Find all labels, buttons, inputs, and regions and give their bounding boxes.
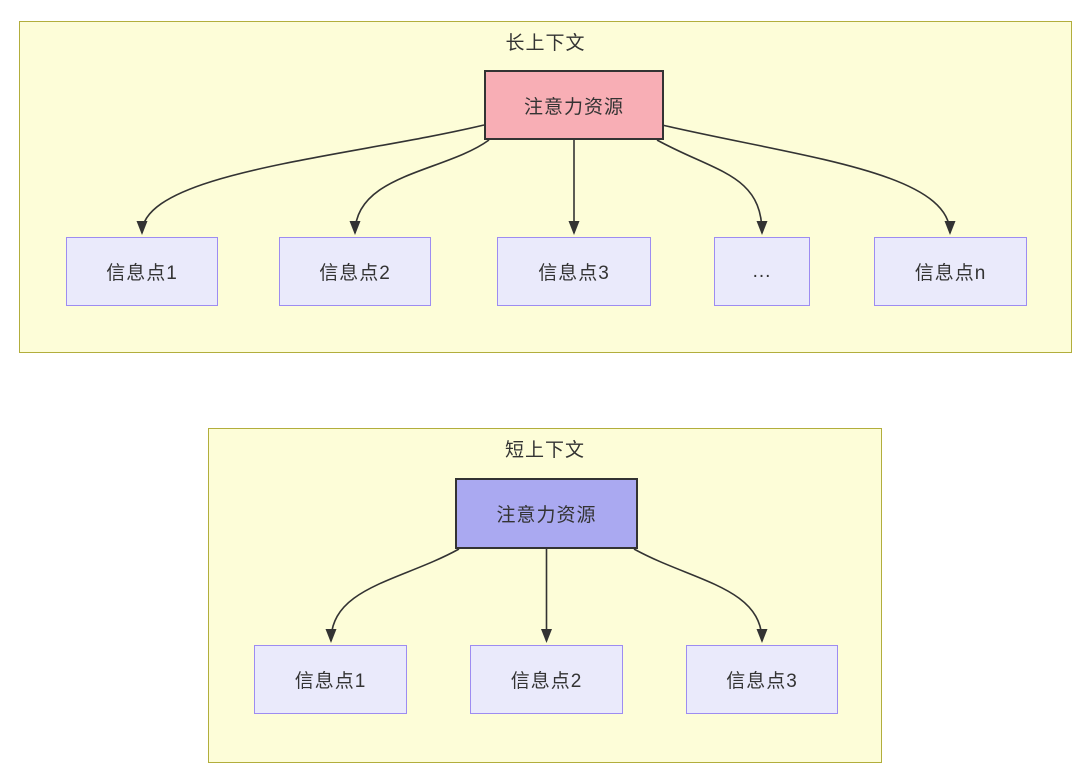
- arrow-long-to-node1: [136, 124, 485, 235]
- arrow-long-to-node4: [656, 139, 768, 235]
- short-context-title: 短上下文: [504, 440, 585, 461]
- info-node-short-2: 信息点2: [470, 645, 623, 714]
- info-node-long-2: 信息点2: [279, 237, 431, 306]
- info-node-long-n: 信息点n: [874, 237, 1027, 306]
- long-context-title: 长上下文: [505, 33, 586, 54]
- attention-box-short: 注意力资源: [455, 478, 638, 549]
- arrow-long-to-node5: [661, 124, 956, 235]
- info-node-long-ellipsis: ...: [714, 237, 810, 306]
- info-node-short-3: 信息点3: [686, 645, 838, 714]
- long-context-arrows: [136, 124, 956, 235]
- arrow-short-to-node1: [325, 548, 460, 643]
- short-context-panel: 短上下文 注意力资源 信息点1 信息点2 信息点3: [208, 428, 882, 763]
- info-node-short-1: 信息点1: [254, 645, 407, 714]
- long-context-panel: 长上下文 注意力资源 信息点1 信息点2 信息点3 ... 信息点n: [19, 21, 1072, 353]
- info-node-long-1: 信息点1: [66, 237, 218, 306]
- short-context-arrows: [325, 548, 768, 643]
- info-node-long-3: 信息点3: [497, 237, 651, 306]
- attention-box-long: 注意力资源: [484, 70, 664, 140]
- arrow-long-to-node2: [349, 139, 490, 235]
- arrow-short-to-node3: [633, 548, 768, 643]
